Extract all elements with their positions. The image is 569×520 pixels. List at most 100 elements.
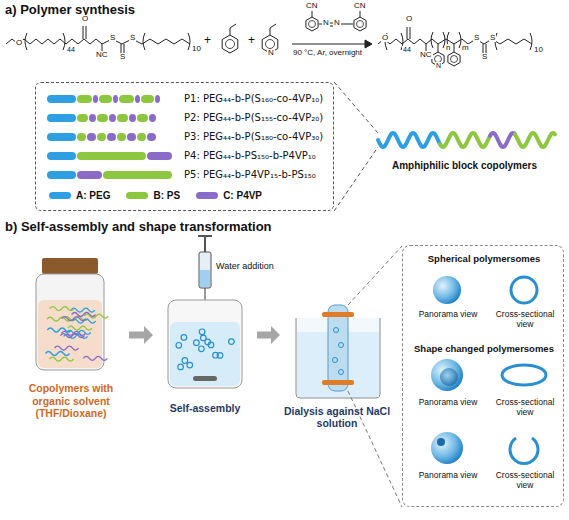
drawing-part — [200, 270, 210, 287]
ring-aromatic — [309, 21, 316, 28]
copolymer-name: P3: PEG₄₄-b-P(S₁₈₀-co-4VP₃₀) — [184, 131, 323, 142]
block-segment — [147, 152, 172, 160]
polymersome-dot — [208, 342, 214, 348]
label-text: N — [322, 19, 330, 27]
block-segment — [147, 133, 156, 141]
legend-text: C: P4VP — [223, 190, 262, 201]
label-text: 44 — [66, 46, 76, 53]
copolymer-name: P5: PEG₄₄-b-P4VP₁₅-b-PS₁₅₀ — [184, 169, 316, 180]
drawing-part — [510, 438, 538, 463]
block-segment — [117, 133, 126, 141]
polymersome-dot — [213, 352, 219, 358]
drawing-part — [322, 380, 354, 385]
block-segment — [155, 95, 160, 103]
dialysis-beaker — [296, 246, 402, 507]
label-text: N — [333, 19, 341, 27]
label-text: O — [405, 15, 413, 23]
block-segment — [97, 133, 106, 141]
chain-bar — [46, 132, 176, 142]
drawing-part — [385, 27, 532, 53]
drawing-part — [199, 252, 211, 288]
legend-item: A: PEG — [49, 190, 110, 201]
drawing-part — [365, 40, 372, 48]
leader-line — [334, 82, 378, 211]
block-segment — [99, 95, 112, 103]
label-text: 10 — [191, 45, 202, 53]
process-arrow — [257, 326, 280, 344]
polymer-squiggle — [46, 352, 70, 356]
process-step: Copolymers with organic solvent (THF/Dio… — [15, 255, 127, 420]
block-segment — [135, 95, 140, 103]
polymersome-box: Spherical polymersomesPanorama viewCross… — [402, 245, 564, 507]
block-segment — [47, 133, 76, 141]
drawing-part — [333, 358, 338, 363]
label-text: S — [109, 34, 116, 42]
vial-2 — [168, 300, 242, 388]
copolymer-name: P2: PEG₄₄-b-P(S₁₅₅-co-4VP₂₀) — [184, 112, 323, 123]
label-text: N — [267, 49, 275, 57]
block-segment — [87, 133, 96, 141]
drawing-part — [38, 300, 102, 368]
chain-bar — [46, 113, 176, 123]
block-segment — [129, 114, 136, 122]
view-label: Cross-sectional view — [489, 471, 561, 491]
drawing-part — [42, 258, 98, 274]
block-segment — [117, 114, 128, 122]
block-segment — [47, 152, 76, 160]
polymersome-views — [431, 276, 546, 464]
copolymer-row: P1: PEG₄₄-b-P(S₁₆₀-co-4VP₁₀) — [46, 89, 323, 108]
block-segment — [77, 133, 86, 141]
label-text: S — [489, 34, 496, 42]
drawing-part — [440, 368, 458, 386]
view-label: Panorama view — [416, 471, 480, 481]
drawing-part — [36, 274, 104, 370]
polymer-segment — [440, 133, 490, 147]
legend-text: B: PS — [153, 190, 180, 201]
label-text: 10 — [533, 46, 544, 54]
label-text: O — [81, 15, 89, 23]
arrow-shaft — [129, 332, 144, 339]
drawing-part — [46, 307, 109, 362]
process-step: Self-assembly — [155, 295, 255, 415]
drawing-part — [339, 370, 344, 375]
drawing-part — [322, 312, 354, 317]
block-segment — [77, 95, 92, 103]
drawing-part — [328, 305, 348, 391]
block-segment — [47, 95, 76, 103]
polymer-squiggle — [84, 314, 108, 318]
label-text: CN — [305, 2, 319, 10]
label-text: + — [203, 34, 212, 46]
leader-lines — [334, 82, 378, 211]
block-segment — [103, 171, 172, 179]
polymer-segment — [378, 133, 440, 147]
block-segment — [149, 114, 156, 122]
label-text: Water addition — [216, 262, 274, 272]
step-label: Dialysis against NaCl solution — [282, 405, 392, 430]
block-segment — [107, 133, 116, 141]
block-segment — [113, 95, 118, 103]
process-step: Dialysis against NaCl solution — [282, 300, 392, 430]
drawing-part — [502, 365, 546, 385]
chain-bar — [46, 94, 176, 104]
drawing-part — [176, 329, 234, 370]
legend-item: B: PS — [126, 190, 180, 201]
view-label: Cross-sectional view — [489, 398, 561, 418]
drawing-part — [511, 277, 537, 303]
copolymer-name: P4: PEG₄₄-b-PS₁₅₀-b-P4VP₁₀ — [184, 150, 316, 161]
ring-aromatic — [451, 56, 458, 63]
polymer-squiggle — [72, 313, 96, 317]
view-label: Shape changed polymersomes — [403, 344, 565, 355]
drawing-part — [339, 343, 344, 348]
aromatic-rings — [222, 17, 460, 66]
polymersome-dot — [181, 335, 187, 341]
benzene-ring — [222, 35, 238, 53]
polymer-segment — [515, 133, 555, 147]
label-text: S — [473, 34, 480, 42]
block-segment — [47, 114, 76, 122]
block-segment — [77, 114, 88, 122]
polymersome-dot — [182, 358, 188, 364]
view-label: Cross-sectional view — [489, 310, 561, 330]
label-text: 44 — [402, 46, 412, 53]
drawing-part — [334, 328, 339, 333]
label-text: 90 °C, Ar, overnight — [292, 49, 363, 57]
